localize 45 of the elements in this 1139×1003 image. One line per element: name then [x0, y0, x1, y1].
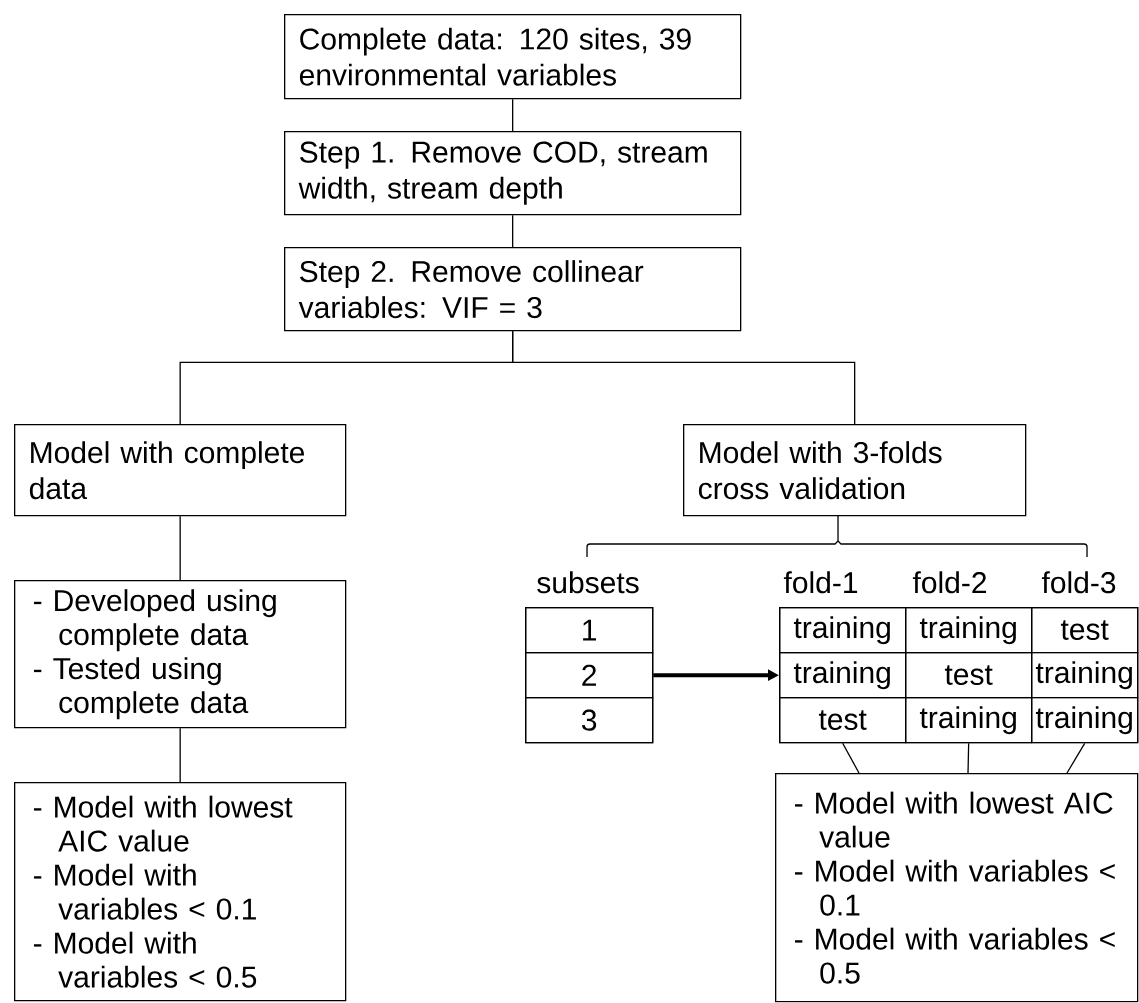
process-box — [284, 131, 742, 216]
table-cell: training — [779, 607, 907, 654]
table-cell: training — [1031, 652, 1139, 699]
table-cell: test — [779, 697, 907, 744]
connector — [842, 742, 860, 774]
column-header: subsets — [537, 571, 639, 594]
connector — [512, 330, 856, 425]
box-text: Step 2. Remove collinear variables: VIF = 3 — [298, 260, 644, 319]
list-item: - Tested using complete data — [34, 657, 249, 720]
connector — [1066, 742, 1086, 774]
box-text: Step 1. Remove COD, stream width, stream depth — [298, 141, 707, 205]
connector — [512, 98, 514, 132]
process-box — [14, 424, 347, 517]
table-cell: 2 — [525, 652, 654, 699]
table-cell: test — [905, 652, 1033, 699]
box-text: Model with 3-folds cross validation — [698, 441, 942, 500]
table-cell: training — [905, 607, 1033, 654]
list-item: - Model with variables < 0.5 — [34, 931, 257, 988]
table-cell: training — [779, 652, 907, 699]
column-header: fold-3 — [1041, 571, 1116, 594]
bullet-list-box — [775, 773, 1139, 1003]
table-cell: training — [905, 697, 1033, 744]
list-item: - Model with lowest AIC value — [795, 791, 1113, 848]
table-cell: test — [1031, 607, 1139, 654]
column-header: fold-1 — [783, 571, 858, 594]
list-item: - Model with variables < 0.5 — [795, 927, 1115, 984]
list-item: - Model with variables < 0.1 — [795, 859, 1115, 916]
connector — [179, 727, 181, 783]
process-box — [284, 247, 742, 332]
column-header: fold-2 — [912, 571, 987, 594]
list-item: - Model with variables < 0.1 — [34, 863, 256, 920]
bullet-list-box — [14, 580, 347, 729]
box-text: Model with complete data — [29, 441, 305, 500]
table-cell: training — [1031, 697, 1139, 744]
connector — [967, 742, 970, 774]
bullet-list-box — [14, 782, 347, 1002]
process-box — [284, 14, 742, 100]
connector — [179, 515, 181, 581]
box-text: Complete data: 120 sites, 39 environmental variables — [299, 27, 691, 86]
list-item: - Developed using complete data — [34, 589, 276, 652]
list-item: - Model with lowest AIC value — [34, 795, 293, 852]
table-cell: 3 — [525, 697, 654, 744]
connector — [512, 214, 514, 248]
process-box — [683, 424, 1027, 517]
table-cell: 1 — [525, 607, 654, 654]
